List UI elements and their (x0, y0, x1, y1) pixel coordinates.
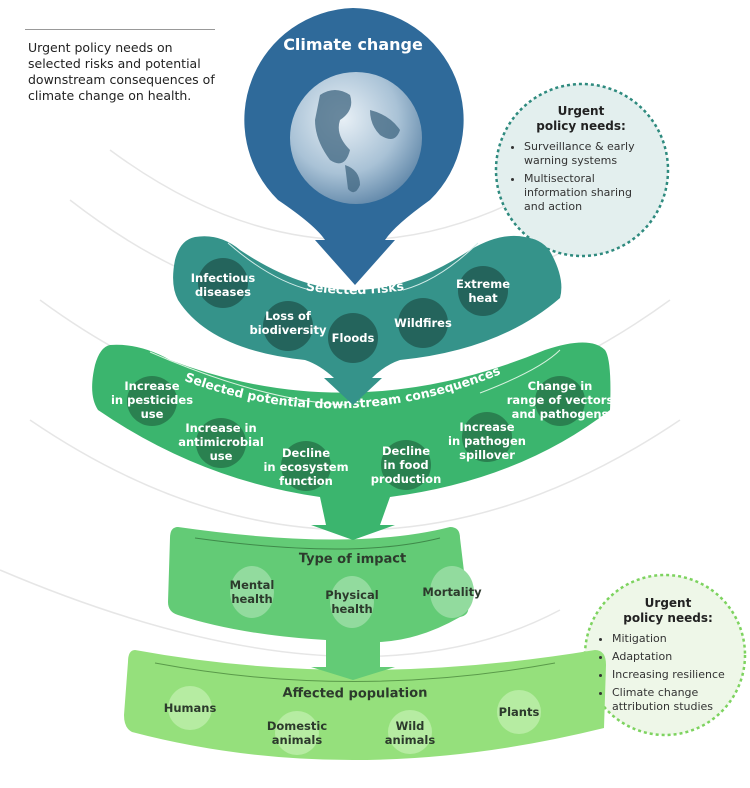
impact-circle (430, 566, 474, 618)
svg-text:Selected risks: Selected risks (305, 278, 405, 297)
policy2-item: Adaptation (612, 650, 738, 664)
policy2-circle (583, 573, 747, 737)
climate-change-pin: Climate change (244, 8, 464, 285)
impact-circle (330, 576, 374, 628)
intro-divider (25, 29, 215, 30)
svg-text:Affected population: Affected population (282, 686, 427, 702)
policy2-item: Mitigation (612, 632, 738, 646)
policy2-item: Increasing resilience (612, 668, 738, 682)
intro-caption: Urgent policy needs on selected risks an… (28, 40, 215, 103)
risk-circles (198, 258, 508, 363)
climate-change-title: Climate change (283, 35, 423, 54)
population-circle (275, 711, 319, 755)
policy1-item: Multisectoral information sharing and ac… (524, 172, 652, 214)
consequence-circles (127, 376, 585, 491)
population-humans: Humans (164, 701, 217, 715)
population-circle (497, 690, 541, 734)
policy2-item: Climate change attribution studies (612, 686, 738, 714)
policy1-circle (494, 82, 670, 258)
policy1-item: Surveillance & early warning systems (524, 140, 652, 168)
impact-circle (230, 566, 274, 618)
population-plants: Plants (499, 705, 540, 719)
population-circle (388, 710, 432, 754)
band-type-of-impact-label: Type of impact (299, 551, 407, 567)
band-downstream-consequences: Selected potential downstream consequenc… (92, 342, 614, 540)
risk-wildfires: Wildfires (394, 316, 452, 330)
impact-mortality: Mortality (422, 585, 482, 599)
risk-floods: Floods (332, 331, 375, 345)
band-affected-population-label: Affected population (282, 686, 427, 702)
svg-text:Type of impact: Type of impact (299, 551, 407, 567)
population-circle (168, 686, 212, 730)
band-selected-risks-label: Selected risks (305, 278, 405, 297)
